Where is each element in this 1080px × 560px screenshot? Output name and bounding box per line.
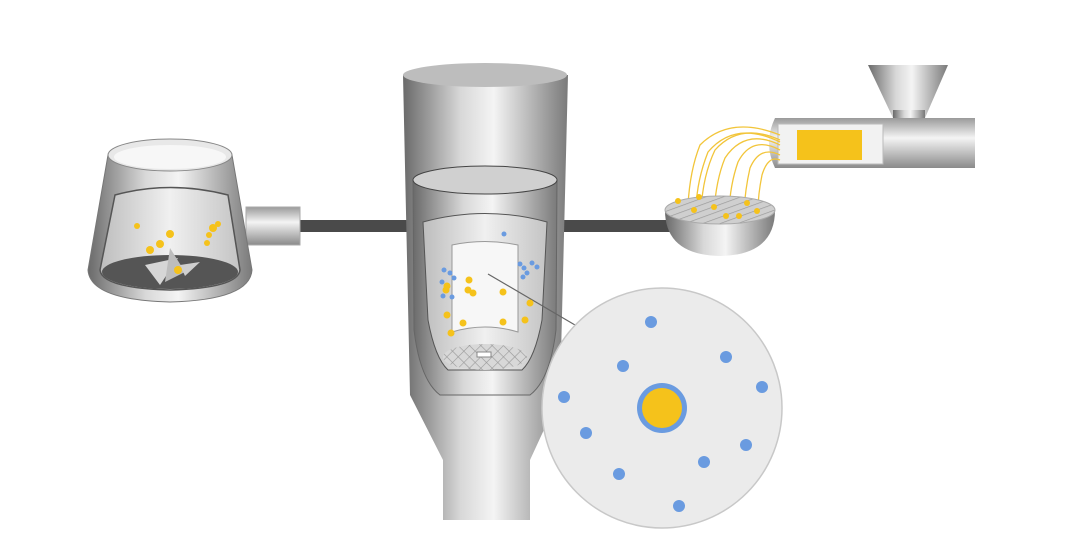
connector-bar-right	[556, 220, 676, 232]
extruder	[769, 65, 975, 168]
connector-bar-left	[298, 220, 413, 232]
extrudate-plug	[797, 130, 862, 160]
zoom-pointer-line	[487, 273, 576, 326]
spray-tower	[403, 63, 576, 520]
mixer-bowl	[87, 138, 301, 303]
coated-particle-core	[642, 388, 682, 428]
magnified-particle-view	[541, 287, 783, 529]
spheronizer-plate	[664, 194, 776, 256]
